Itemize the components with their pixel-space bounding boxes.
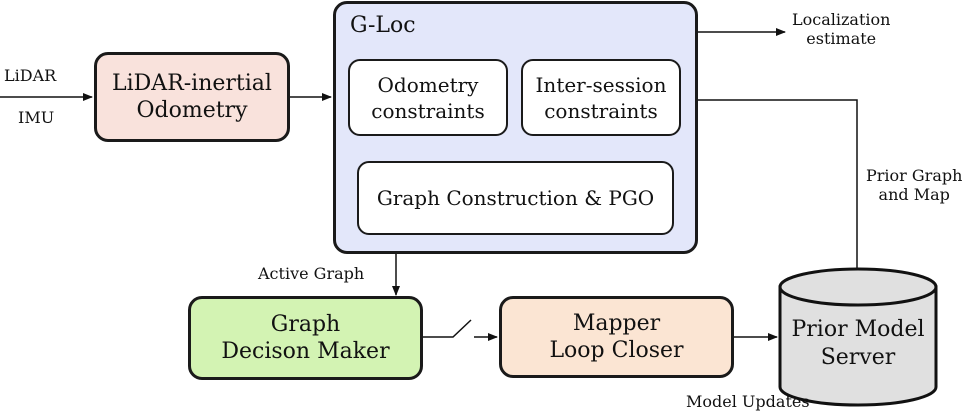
prior-graph-line2: and Map (878, 185, 950, 205)
decision-line2: Decison Maker (221, 339, 390, 364)
prior-graph-line1: Prior Graph (866, 166, 963, 185)
imu-label: IMU (18, 108, 55, 127)
lidar-inertial-odometry-box: LiDAR-inertial Odometry (94, 52, 290, 142)
graph-construction-label: Graph Construction & PGO (376, 186, 655, 210)
lio-line1: LiDAR-inertial (112, 70, 272, 96)
mapper-line2: Loop Closer (549, 338, 684, 363)
gloc-title: G-Loc (350, 13, 416, 38)
intersession-constraints-box: Inter-session constraints (521, 59, 681, 136)
intersession-line2: constraints (544, 98, 658, 123)
model-updates-label: Model Updates (686, 392, 810, 411)
odometry-line2: constraints (371, 98, 485, 123)
prior-model-server-label: Prior Model Server (780, 316, 936, 371)
mapper-loop-closer-box: Mapper Loop Closer (499, 296, 734, 378)
prior-model-server-cylinder (778, 267, 938, 407)
intersession-line1: Inter-session (535, 72, 667, 97)
localization-line2: estimate (806, 29, 877, 49)
server-line1: Prior Model (791, 317, 925, 342)
lidar-label: LiDAR (4, 66, 57, 85)
decision-line1: Graph (270, 311, 341, 337)
odometry-constraints-box: Odometry constraints (348, 59, 508, 136)
graph-decision-maker-box: Graph Decison Maker (188, 296, 423, 380)
active-graph-label: Active Graph (258, 264, 365, 283)
localization-estimate-label: Localization estimate (792, 10, 890, 48)
decision-switch-line (423, 319, 472, 338)
prior-graph-label: Prior Graph and Map (866, 166, 962, 204)
lio-line2: Odometry (136, 98, 248, 123)
server-to-intersession-arrow (679, 96, 858, 268)
localization-line1: Localization (792, 10, 891, 29)
mapper-line1: Mapper (572, 310, 661, 336)
graph-construction-box: Graph Construction & PGO (357, 161, 674, 235)
odometry-line1: Odometry (377, 72, 479, 97)
server-line2: Server (820, 344, 896, 370)
